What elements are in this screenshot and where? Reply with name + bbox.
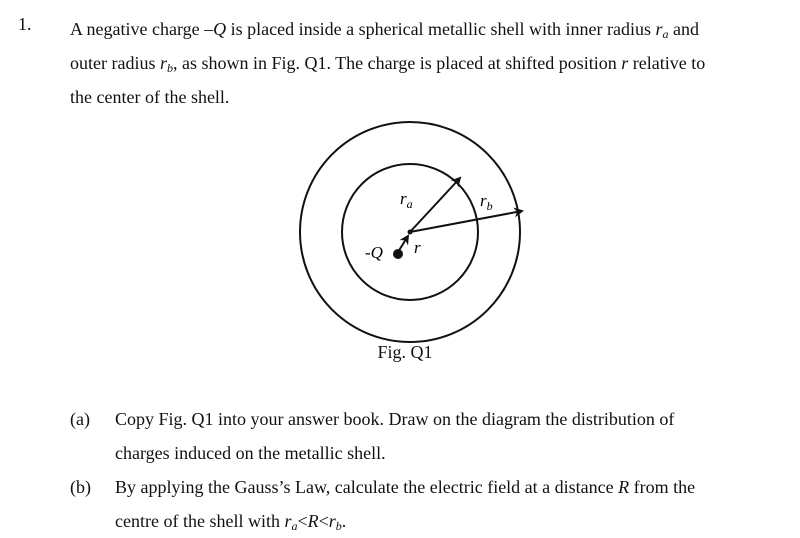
part-a-text: Copy Fig. Q1 into your answer book. Draw… xyxy=(115,409,675,463)
intro-line-3: the center of the shell. xyxy=(70,87,230,107)
intro-line-1: A negative charge –Q is placed inside a … xyxy=(70,19,700,41)
question-intro: A negative charge –Q is placed inside a … xyxy=(70,12,770,114)
label-rb: rb xyxy=(480,191,493,213)
intro-line-2: outer radius rb, as shown in Fig. Q1. Th… xyxy=(70,53,706,75)
question-number: 1. xyxy=(18,14,32,34)
figure-caption: Fig. Q1 xyxy=(377,342,433,362)
label-ra: ra xyxy=(400,189,413,211)
part-a-label: (a) xyxy=(70,409,90,429)
charge-dot xyxy=(393,249,403,259)
inner-shell-circle xyxy=(341,163,479,301)
label-r: r xyxy=(414,238,421,257)
radius-a-arrow xyxy=(409,176,462,233)
label-charge: -Q xyxy=(365,243,383,262)
figure-q1-diagram: ra rb -Q r xyxy=(299,121,524,343)
part-b-text: By applying the Gauss’s Law, calculate t… xyxy=(115,477,696,533)
outer-shell-circle xyxy=(299,121,521,343)
radius-b-arrow xyxy=(409,207,524,233)
part-b-label: (b) xyxy=(70,477,91,497)
